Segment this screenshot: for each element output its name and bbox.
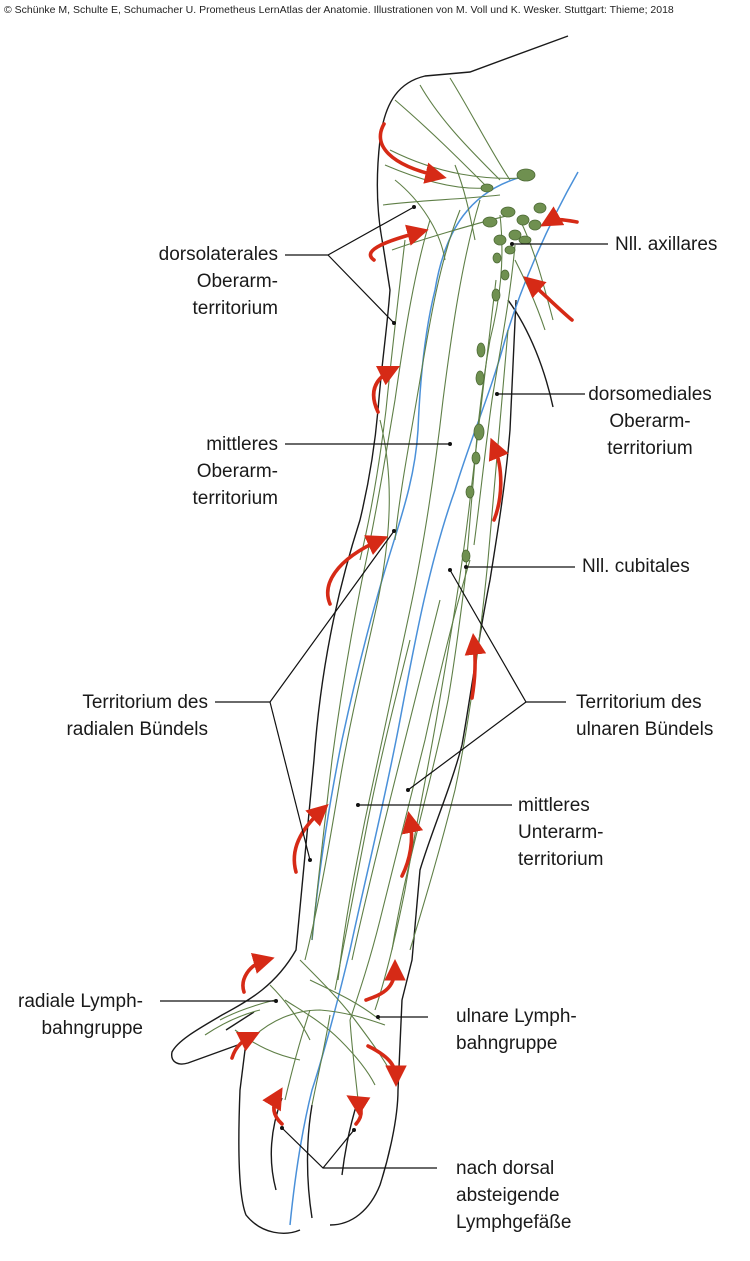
label-dorsolateral-territory: dorsolaterales Oberarm- territorium — [158, 244, 278, 319]
lymph-nodes — [461, 168, 547, 563]
label-radial-bundle-territory: Territorium des radialen Bündels — [66, 692, 208, 740]
label-axillary-nodes: Nll. axillares — [615, 234, 718, 255]
label-dorsal-descending-vessels: nach dorsal absteigende Lymphgefäße — [456, 1158, 572, 1233]
label-middle-upperarm-territory: mittleres Oberarm- territorium — [192, 434, 278, 509]
label-ulnar-bundle-territory: Territorium des ulnaren Bündels — [576, 692, 714, 740]
label-middle-forearm-territory: mittleres Unterarm- territorium — [518, 795, 604, 870]
lymph-vessel-network — [204, 77, 554, 1106]
label-radial-lymph-group: radiale Lymph- bahngruppe — [18, 991, 143, 1039]
copyright-notice: © Schünke M, Schulte E, Schumacher U. Pr… — [4, 4, 674, 16]
lymph-flow-arrows — [230, 122, 579, 1126]
leader-lines — [160, 206, 608, 1169]
vein — [289, 171, 579, 1226]
leader-dots — [274, 205, 514, 1132]
label-dorsomedial-territory: dorsomediales Oberarm- territorium — [588, 384, 712, 459]
label-cubital-nodes: Nll. cubitales — [582, 556, 690, 577]
label-ulnar-lymph-group: ulnare Lymph- bahngruppe — [456, 1006, 577, 1054]
